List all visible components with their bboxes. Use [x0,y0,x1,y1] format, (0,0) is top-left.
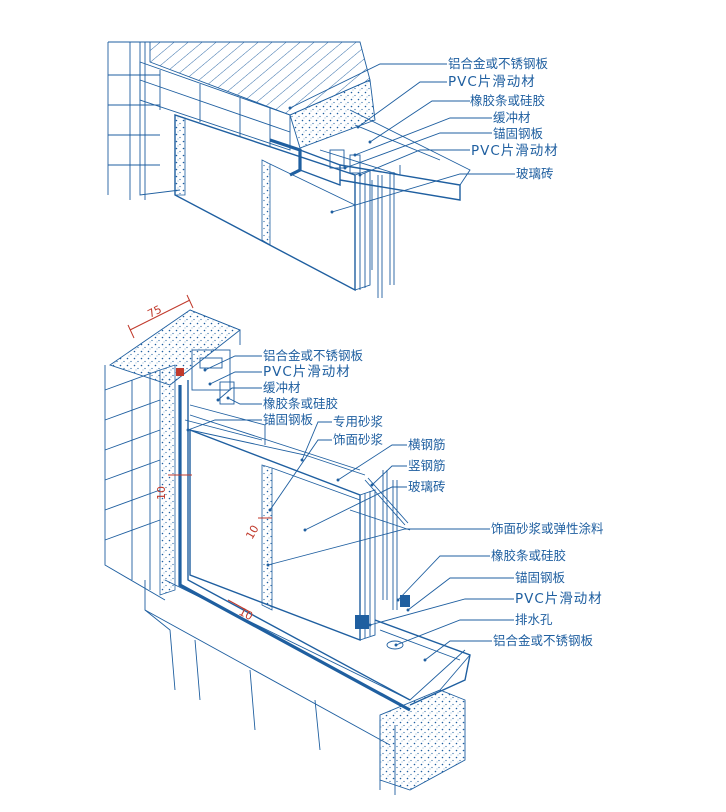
bottom-top-label-2: PVC片滑动材 [263,364,351,380]
top-label-6: PVC片滑动材 [471,143,559,159]
bottom-bottom-labels: 橡胶条或硅胶 锚固钢板 PVC片滑动材 排水孔 铝合金或不锈钢板 [491,548,603,648]
top-label-1: 铝合金或不锈钢板 [448,56,549,71]
top-steel-rods [371,172,395,298]
bottom-mid-label-6: 饰面砂浆或弹性涂料 [491,521,604,536]
bottom-top-label-3: 缓冲材 [263,380,301,395]
bottom-bottom-label-3: PVC片滑动材 [515,591,603,607]
bottom-top-label-5: 锚固钢板 [263,412,314,427]
dimension-top-width: 75 [145,303,163,321]
bottom-bottom-label-5: 铝合金或不锈钢板 [493,633,594,648]
bottom-top-labels: 铝合金或不锈钢板 PVC片滑动材 缓冲材 橡胶条或硅胶 锚固钢板 [263,348,364,427]
top-label-2: PVC片滑动材 [448,74,536,90]
top-label-5: 锚固钢板 [493,126,544,141]
bottom-mid-label-2: 饰面砂浆 [333,432,384,447]
top-labels: 铝合金或不锈钢板 PVC片滑动材 橡胶条或硅胶 缓冲材 锚固钢板 PVC片滑动材… [448,56,559,181]
bottom-mid-label-1: 专用砂浆 [333,414,384,429]
dimension-inner-gap: 10 [243,523,261,542]
bottom-glass-block-wall [189,414,376,642]
bottom-bottom-label-1: 橡胶条或硅胶 [491,548,566,563]
bottom-mid-label-4: 竖钢筋 [408,458,446,473]
top-label-7: 玻璃砖 [516,166,554,181]
top-leader-lines [288,63,515,214]
bottom-top-slab [109,309,241,386]
bottom-mid-labels: 专用砂浆 饰面砂浆 横钢筋 竖钢筋 玻璃砖 饰面砂浆或弹性涂料 [333,414,604,536]
dimension-side-gap: 10 [155,486,168,500]
bottom-sill [144,579,471,795]
bottom-leader-lines [186,355,514,662]
top-hatched-slab [149,41,376,149]
bottom-top-label-4: 橡胶条或硅胶 [263,396,338,411]
bottom-mid-label-3: 横钢筋 [408,437,446,452]
bottom-dimensions: 75 10 10 10 [127,294,272,623]
top-label-4: 缓冲材 [493,110,531,125]
bottom-mid-label-5: 玻璃砖 [408,479,446,494]
dimension-bottom-gap: 10 [237,605,255,623]
bottom-bottom-label-2: 锚固钢板 [515,570,566,585]
bottom-left-brick-wall [104,364,176,601]
bottom-bottom-label-4: 排水孔 [515,612,553,627]
top-glass-block-wall [174,114,371,292]
top-label-3: 橡胶条或硅胶 [470,93,545,108]
bottom-detail: 75 10 10 10 铝 [104,294,604,795]
bottom-top-label-1: 铝合金或不锈钢板 [263,348,364,363]
bottom-steel-rods [349,470,411,610]
bottom-top-frame [176,349,411,712]
top-panel-grid [139,61,291,151]
top-detail: 铝合金或不锈钢板 PVC片滑动材 橡胶条或硅胶 缓冲材 锚固钢板 PVC片滑动材… [107,41,559,298]
top-frame-channel [269,109,471,201]
